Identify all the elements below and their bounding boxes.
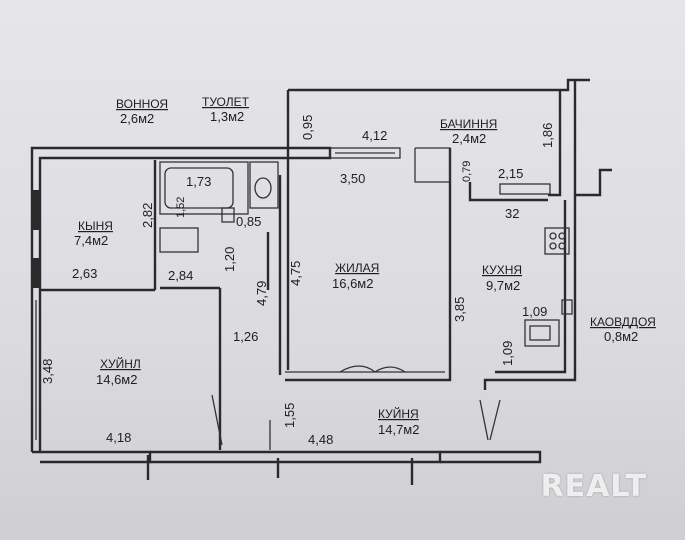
dim-1-86: 1,86 [540,123,555,148]
dim-4-48: 4,48 [308,432,333,447]
dim-4-79: 4,79 [254,281,269,306]
dim-4-75: 4,75 [288,261,303,286]
window-left-mid [32,258,40,288]
room-name-pantry: КАОВДДОЯ [590,315,656,329]
room-name-small: КЫНЯ [78,219,113,233]
room-area-kitchen: 9,7м2 [486,278,520,293]
room-area-pantry: 0,8м2 [604,329,638,344]
dim-1-52: 1,52 [175,197,187,218]
dim-1-20: 1,20 [222,247,237,272]
room-area-bedroom: 14,6м2 [96,372,137,387]
dim-1-26: 1,26 [233,329,258,344]
room-name-bedroom: ХУЙНЛ [100,356,141,371]
dim-2-15: 2,15 [498,166,523,181]
dim-0-95: 0,95 [300,115,315,140]
room-area-bakhinya: 2,4м2 [452,131,486,146]
dim-2-82: 2,82 [140,203,155,228]
sink-icon [524,319,560,347]
room-name-bathroom: ВОННОЯ [116,97,168,111]
room-area-living: 16,6м2 [332,276,373,291]
realt-watermark: REALT [540,469,647,504]
stove-icon [544,227,570,255]
dimension-labels: 0,95 4,12 1,86 1,73 3,50 0,79 2,15 32 2,… [40,115,555,447]
room-name-kitchen: КУХНЯ [482,263,522,277]
dim-32: 32 [505,206,519,221]
dim-3-48: 3,48 [40,359,55,384]
room-area-small: 7,4м2 [74,233,108,248]
dim-0-79: 0,79 [461,161,473,182]
room-name-living: ЖИЛАЯ [335,261,379,275]
dim-2-84: 2,84 [168,268,193,283]
room-area-hall: 14,7м2 [378,422,419,437]
room-area-bathroom: 2,6м2 [120,111,154,126]
room-area-toilet: 1,3м2 [210,109,244,124]
dim-3-85: 3,85 [452,297,467,322]
dim-2-63: 2,63 [72,266,97,281]
dim-3-50: 3,50 [340,171,365,186]
dim-4-18: 4,18 [106,430,131,445]
dim-1-55: 1,55 [282,403,297,428]
walls [30,78,612,485]
window-left-top [32,190,40,230]
dim-4-12: 4,12 [362,128,387,143]
dim-1-09-h: 1,09 [522,304,547,319]
room-name-hall: КУЙНЯ [378,406,419,421]
dim-0-85: 0,85 [236,214,261,229]
dim-1-73: 1,73 [186,174,211,189]
room-name-toilet: ТУОЛЕТ [202,95,250,109]
room-name-bakhinya: БАЧИННЯ [440,117,497,131]
dim-1-09-v: 1,09 [500,341,515,366]
room-labels: ВОННОЯ 2,6м2 ТУОЛЕТ 1,3м2 БАЧИННЯ 2,4м2 … [74,95,656,437]
